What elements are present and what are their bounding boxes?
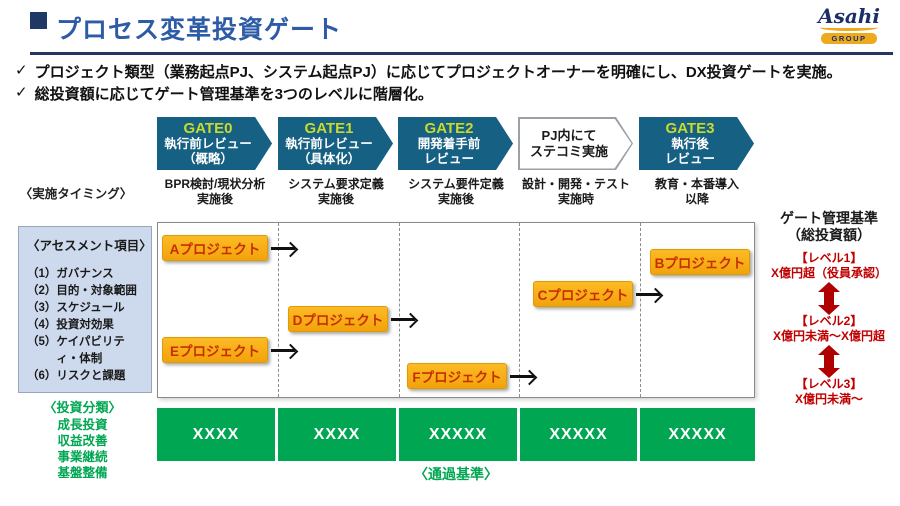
level-2: 【レベル2】 X億円未満～X億円超 xyxy=(773,314,885,343)
assessment-item-5: （5）ケイパビリティ・体制 xyxy=(27,336,125,365)
gate2-line3: レビュー xyxy=(423,152,474,166)
timing-gate0-line1: BPR検討/現状分析 xyxy=(164,177,266,191)
investment-item-1: 成長投資 xyxy=(57,418,108,432)
level-1-desc: X億円超（役員承認） xyxy=(770,265,887,280)
timing-gate2-line2: 実施後 xyxy=(437,192,474,206)
timing-gate1: システム要求定義 実施後 xyxy=(278,177,394,207)
level-1-name: 【レベル1】 xyxy=(795,251,863,265)
pass-criteria-cell-gate1: XXXX xyxy=(278,408,396,461)
project-f-box: Fプロジェクト xyxy=(407,363,507,389)
gate3-line2: 執行後 xyxy=(671,137,709,151)
timing-gate0-line2: 実施後 xyxy=(196,192,233,206)
gate1-chevron: GATE1 執行前レビュー （具体化） xyxy=(278,117,393,170)
timing-gate1-line1: システム要求定義 xyxy=(288,177,384,191)
gate-criteria-title-line1: ゲート管理基準 xyxy=(780,210,878,226)
gate3-line3: レビュー xyxy=(664,152,715,166)
stecomi-line2: ステコミ実施 xyxy=(529,143,608,159)
project-e-box: Eプロジェクト xyxy=(162,337,268,363)
gate2-chevron: GATE2 開発着手前 レビュー xyxy=(398,117,513,170)
page-title: プロセス変革投資ゲート xyxy=(56,16,343,44)
logo-brand-text: Asahi xyxy=(818,4,880,28)
gate2-line2: 開発着手前 xyxy=(417,137,481,151)
project-timeline-chart: Aプロジェクト Bプロジェクト Cプロジェクト Dプロジェクト Eプロジェクト … xyxy=(157,222,755,398)
timing-gate2-line1: システム要件定義 xyxy=(408,177,504,191)
investment-item-3: 事業継続 xyxy=(57,450,108,464)
pass-criteria-cell-gate3: XXXXX xyxy=(640,408,755,461)
up-down-arrow-icon xyxy=(824,355,834,368)
gate-divider-line xyxy=(278,223,279,397)
gate3-chevron: GATE3 執行後 レビュー xyxy=(639,117,754,170)
level-2-desc: X億円未満～X億円超 xyxy=(772,328,885,343)
timing-stecomi-line2: 実施時 xyxy=(557,192,594,206)
bullet-1-text: プロジェクト類型（業務起点PJ、システム起点PJ）に応じてプロジェクトオーナーを… xyxy=(34,64,842,81)
gate1-name: GATE1 xyxy=(304,120,354,137)
title-bullet-square xyxy=(30,12,47,29)
check-icon: ✓ xyxy=(15,62,28,79)
project-b-box: Bプロジェクト xyxy=(650,249,750,275)
investment-item-2: 収益改善 xyxy=(57,434,108,448)
steering-committee-chevron: PJ内にて ステコミ実施 xyxy=(518,117,633,170)
stecomi-line1: PJ内にて xyxy=(541,127,597,143)
assessment-item-6: （6）リスクと課題 xyxy=(27,370,126,382)
project-c-box: Cプロジェクト xyxy=(533,281,633,307)
logo-swoosh-icon xyxy=(820,24,878,31)
timing-row-label: 〈実施タイミング〉 xyxy=(19,187,133,201)
project-a-box: Aプロジェクト xyxy=(162,235,268,261)
gate2-name: GATE2 xyxy=(424,120,474,137)
project-e-arrow-icon xyxy=(271,349,295,352)
timing-gate3: 教育・本番導入 以降 xyxy=(639,177,755,207)
gate-divider-line xyxy=(399,223,400,397)
gate-criteria-title-line2: （総投資額） xyxy=(787,227,871,243)
gate-divider-line xyxy=(519,223,520,397)
bullet-2-text: 総投資額に応じてゲート管理基準を3つのレベルに階層化。 xyxy=(34,86,433,103)
level-3-name: 【レベル3】 xyxy=(795,377,863,391)
timing-gate2: システム要件定義 実施後 xyxy=(398,177,514,207)
check-icon: ✓ xyxy=(15,84,28,101)
gate0-chevron: GATE0 執行前レビュー （概略） xyxy=(157,117,272,170)
level-2-name: 【レベル2】 xyxy=(795,314,863,328)
timing-gate0: BPR検討/現状分析 実施後 xyxy=(157,177,273,207)
project-d-arrow-icon xyxy=(391,318,415,321)
level-1: 【レベル1】 X億円超（役員承認） xyxy=(771,251,887,280)
assessment-title: 〈アセスメント項目〉 xyxy=(27,239,152,253)
gate0-name: GATE0 xyxy=(183,120,233,137)
gate1-line3: （具体化） xyxy=(297,152,361,166)
investment-title: 〈投資分類〉 xyxy=(43,400,122,415)
investment-classification: 〈投資分類〉 成長投資 収益改善 事業継続 基盤整備 xyxy=(10,399,155,481)
timing-gate1-line2: 実施後 xyxy=(317,192,354,206)
gate3-name: GATE3 xyxy=(665,120,715,137)
level-3-desc: X億円未満～ xyxy=(794,391,863,406)
logo-group-text: GROUP xyxy=(821,33,877,44)
assessment-item-1: （1）ガバナンス xyxy=(27,268,114,280)
asahi-group-logo: Asahi GROUP xyxy=(810,5,888,44)
level-3: 【レベル3】 X億円未満～ xyxy=(795,377,863,406)
gate0-line2: 執行前レビュー xyxy=(164,137,252,151)
pass-criteria-label: 〈通過基準〉 xyxy=(414,466,498,482)
timing-stecomi-line1: 設計・開発・テスト xyxy=(521,177,630,191)
assessment-box: 〈アセスメント項目〉 （1）ガバナンス （2）目的・対象範囲 （3）スケジュール… xyxy=(18,226,152,393)
timing-gate3-line2: 以降 xyxy=(684,192,709,206)
assessment-item-3: （3）スケジュール xyxy=(27,302,125,314)
project-c-arrow-icon xyxy=(636,293,660,296)
pass-criteria-cell-gate0: XXXX xyxy=(157,408,275,461)
investment-item-4: 基盤整備 xyxy=(57,466,108,480)
bullet-2: ✓ 総投資額に応じてゲート管理基準を3つのレベルに階層化。 xyxy=(15,83,895,104)
gate0-line3: （概略） xyxy=(182,152,233,166)
title-underline xyxy=(30,52,893,55)
gate-criteria-title: ゲート管理基準 （総投資額） xyxy=(780,210,878,244)
assessment-item-4: （4）投資対効果 xyxy=(27,319,114,331)
gate-divider-line xyxy=(640,223,641,397)
gate1-line2: 執行前レビュー xyxy=(285,137,373,151)
assessment-item-2: （2）目的・対象範囲 xyxy=(27,285,137,297)
bullet-1: ✓ プロジェクト類型（業務起点PJ、システム起点PJ）に応じてプロジェクトオーナ… xyxy=(15,61,895,82)
project-d-box: Dプロジェクト xyxy=(288,306,388,332)
project-a-arrow-icon xyxy=(271,247,295,250)
up-down-arrow-icon xyxy=(824,292,834,305)
pass-criteria-cell-stecomi: XXXXX xyxy=(520,408,637,461)
timing-gate3-line1: 教育・本番導入 xyxy=(654,177,739,191)
gate-criteria-panel: ゲート管理基準 （総投資額） 【レベル1】 X億円超（役員承認） 【レベル2】 … xyxy=(758,210,900,406)
project-f-arrow-icon xyxy=(510,375,534,378)
timing-stecomi: 設計・開発・テスト 実施時 xyxy=(518,177,634,207)
pass-criteria-cell-gate2: XXXXX xyxy=(399,408,517,461)
